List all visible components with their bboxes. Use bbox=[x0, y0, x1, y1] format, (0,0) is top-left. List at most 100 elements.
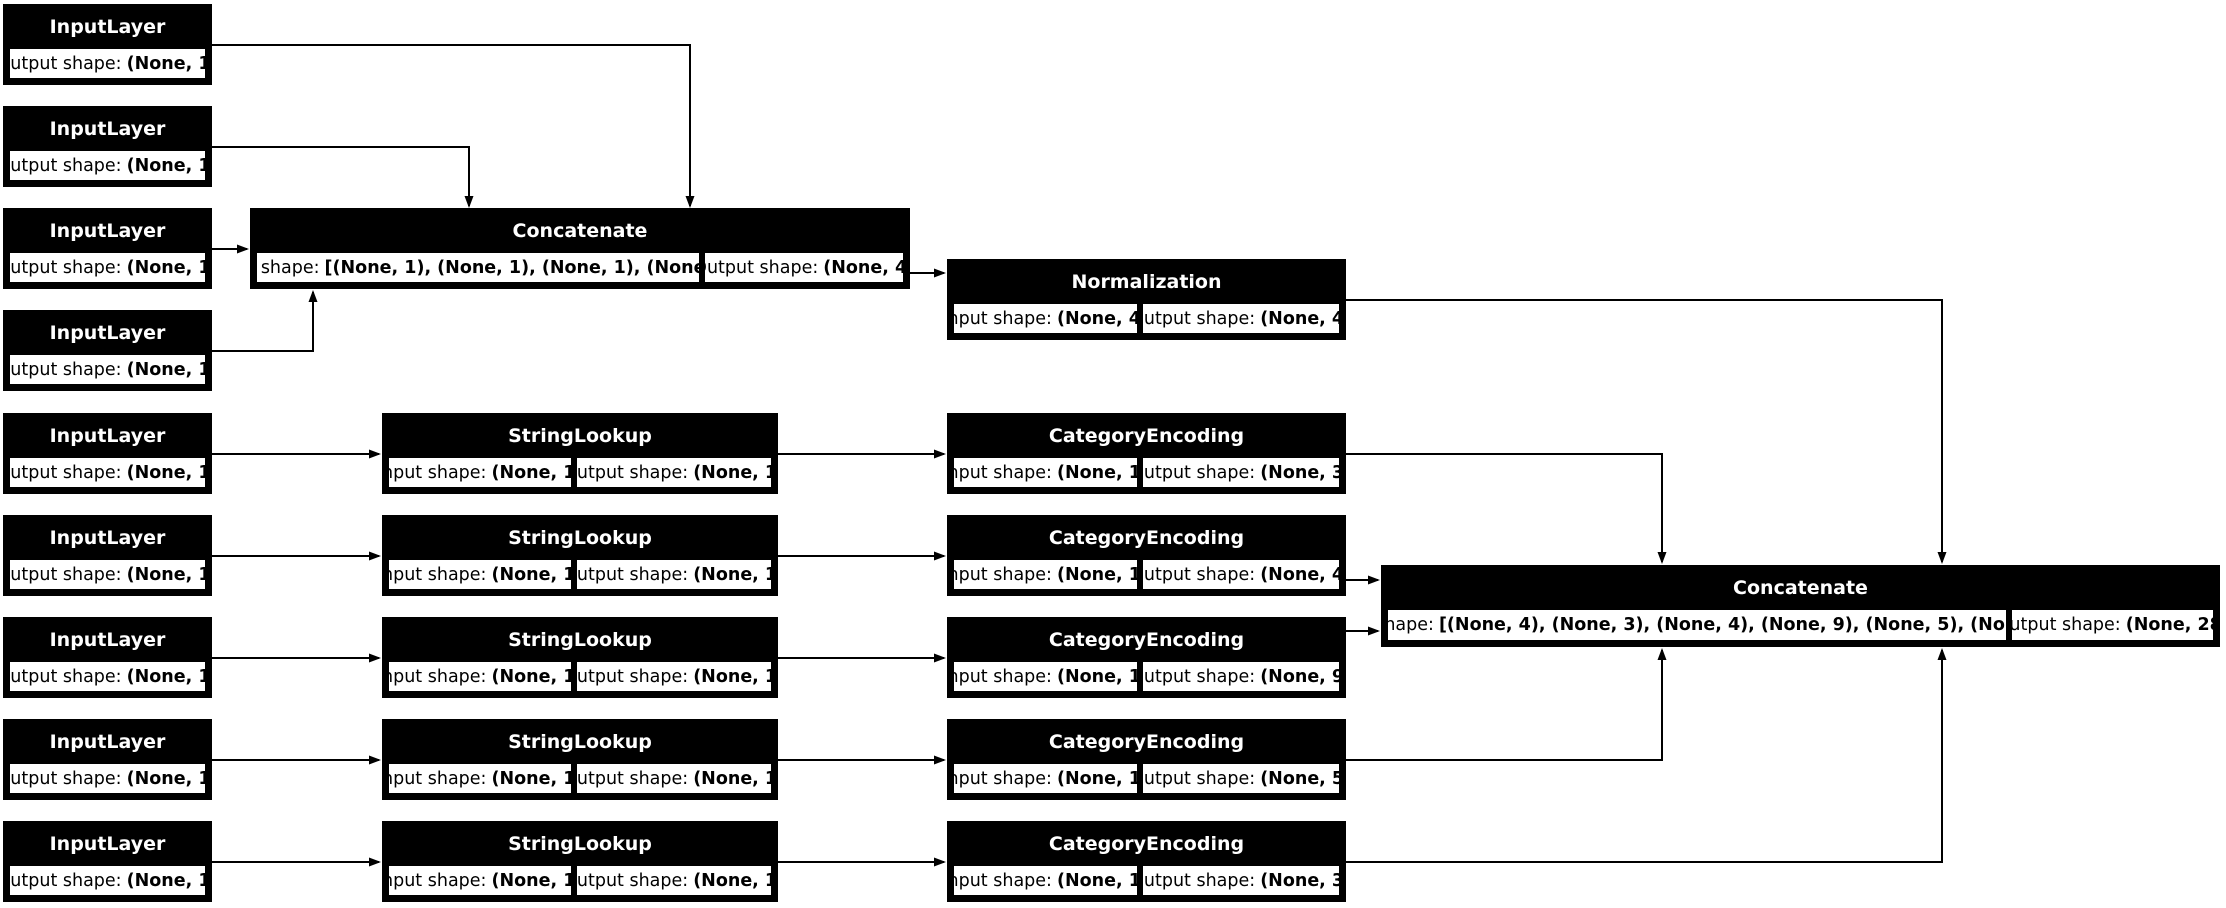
shape-cell: Input shape:(None, 1) bbox=[387, 762, 574, 795]
shape-value: (None, 1) bbox=[1056, 564, 1137, 585]
shape-cell: Output shape:(None, 1) bbox=[8, 864, 207, 897]
shape-label: Output shape: bbox=[1141, 462, 1256, 483]
shape-cell: Output shape:(None, 1) bbox=[575, 456, 773, 489]
layer-type-label: InputLayer bbox=[49, 220, 166, 242]
shape-value: (None, 1) bbox=[126, 870, 205, 891]
layer-type-label: Normalization bbox=[1071, 271, 1222, 293]
shape-label: Output shape: bbox=[8, 666, 122, 687]
shape-cell: Input shape:(None, 1) bbox=[952, 762, 1140, 795]
shape-label: Output shape: bbox=[1141, 768, 1256, 789]
shape-cells-row: Input shape:(None, 4)Output shape:(None,… bbox=[950, 302, 1343, 337]
shape-cell: Input shape:[(None, 4), (None, 3), (None… bbox=[1386, 608, 2009, 642]
shape-value: (None, 1) bbox=[1056, 870, 1137, 891]
layer-type-label: CategoryEncoding bbox=[1048, 425, 1245, 447]
shape-cells-row: Output shape:(None, 1) bbox=[6, 47, 209, 82]
shape-cell: Output shape:(None, 5) bbox=[1141, 762, 1341, 795]
shape-cell: Input shape:(None, 1) bbox=[387, 864, 574, 897]
shape-cell: Output shape:(None, 1) bbox=[8, 660, 207, 693]
shape-cells-row: Output shape:(None, 1) bbox=[6, 251, 209, 286]
shape-label: Output shape: bbox=[8, 768, 122, 789]
shape-cells-row: Input shape:(None, 1)Output shape:(None,… bbox=[950, 456, 1343, 491]
edge-category_encoding_4-to-concatenate_all bbox=[1346, 648, 1667, 761]
shape-cells-row: Input shape:(None, 1)Output shape:(None,… bbox=[385, 456, 775, 491]
layer-node-concatenate_numeric: ConcatenateInput shape:[(None, 1), (None… bbox=[250, 208, 910, 289]
shape-label: Input shape: bbox=[257, 257, 320, 278]
shape-value: (None, 1) bbox=[126, 564, 205, 585]
shape-cell: Input shape:(None, 1) bbox=[952, 456, 1140, 489]
shape-value: (None, 4) bbox=[1056, 308, 1137, 329]
shape-cell: Output shape:(None, 4) bbox=[1141, 558, 1341, 591]
shape-cell: Output shape:(None, 1) bbox=[8, 353, 207, 386]
shape-label: Output shape: bbox=[1141, 666, 1256, 687]
shape-label: Output shape: bbox=[8, 870, 122, 891]
shape-cell: Input shape:(None, 4) bbox=[952, 302, 1140, 335]
shape-value: (None, 1) bbox=[693, 666, 771, 687]
layer-type-label: StringLookup bbox=[508, 731, 652, 753]
layer-node-concatenate_all: ConcatenateInput shape:[(None, 4), (None… bbox=[1381, 565, 2220, 647]
shape-value: (None, 5) bbox=[1260, 768, 1339, 789]
edge-normalization-to-concatenate_all bbox=[1346, 299, 1947, 564]
shape-cells-row: Output shape:(None, 1) bbox=[6, 660, 209, 695]
shape-label: Input shape: bbox=[952, 666, 1052, 687]
shape-value: (None, 1) bbox=[126, 666, 205, 687]
shape-label: Output shape: bbox=[8, 564, 122, 585]
shape-cell: Output shape:(None, 4) bbox=[703, 251, 905, 284]
shape-label: Input shape: bbox=[952, 768, 1052, 789]
shape-value: (None, 1) bbox=[693, 768, 771, 789]
shape-cell: Output shape:(None, 1) bbox=[8, 149, 207, 182]
shape-label: Input shape: bbox=[952, 564, 1052, 585]
layer-type-label: StringLookup bbox=[508, 425, 652, 447]
shape-cell: Input shape:(None, 1) bbox=[387, 660, 574, 693]
shape-value: (None, 1) bbox=[126, 257, 205, 278]
shape-cell: Output shape:(None, 1) bbox=[8, 251, 207, 284]
shape-value: (None, 1) bbox=[126, 155, 205, 176]
shape-value: (None, 1) bbox=[491, 768, 571, 789]
shape-cell: Output shape:(None, 1) bbox=[8, 456, 207, 489]
shape-label: Input shape: bbox=[952, 870, 1052, 891]
shape-label: Output shape: bbox=[575, 768, 689, 789]
shape-value: (None, 1) bbox=[126, 768, 205, 789]
shape-cell: Input shape:(None, 1) bbox=[387, 558, 574, 591]
layer-type-label: InputLayer bbox=[49, 731, 166, 753]
layer-type-label: StringLookup bbox=[508, 527, 652, 549]
shape-cell: Output shape:(None, 1) bbox=[8, 762, 207, 795]
edge-input_1-to-concatenate_numeric bbox=[212, 44, 695, 208]
shape-label: Input shape: bbox=[387, 564, 487, 585]
shape-cells-row: Input shape:[(None, 1), (None, 1), (None… bbox=[253, 251, 907, 286]
shape-cell: Output shape:(None, 9) bbox=[1141, 660, 1341, 693]
shape-cells-row: Input shape:(None, 1)Output shape:(None,… bbox=[385, 558, 775, 593]
shape-cells-row: Input shape:[(None, 4), (None, 3), (None… bbox=[1384, 608, 2217, 644]
layer-type-label: CategoryEncoding bbox=[1048, 731, 1245, 753]
shape-label: Output shape: bbox=[1141, 870, 1256, 891]
shape-cells-row: Input shape:(None, 1)Output shape:(None,… bbox=[950, 660, 1343, 695]
shape-cell: Output shape:(None, 1) bbox=[575, 762, 773, 795]
shape-cells-row: Output shape:(None, 1) bbox=[6, 762, 209, 797]
shape-label: Output shape: bbox=[703, 257, 819, 278]
shape-label: Input shape: bbox=[387, 666, 487, 687]
shape-label: Output shape: bbox=[8, 155, 122, 176]
shape-label: Output shape: bbox=[1141, 564, 1256, 585]
shape-value: (None, 3) bbox=[1260, 462, 1339, 483]
layer-type-label: InputLayer bbox=[49, 118, 166, 140]
shape-value: (None, 1) bbox=[491, 666, 571, 687]
shape-cells-row: Input shape:(None, 1)Output shape:(None,… bbox=[385, 762, 775, 797]
shape-label: Output shape: bbox=[575, 462, 689, 483]
shape-label: Output shape: bbox=[8, 53, 122, 74]
shape-label: Input shape: bbox=[952, 308, 1052, 329]
layer-type-label: StringLookup bbox=[508, 629, 652, 651]
shape-value: (None, 28) bbox=[2125, 615, 2213, 635]
shape-label: Output shape: bbox=[8, 462, 122, 483]
layer-type-label: InputLayer bbox=[49, 16, 166, 38]
